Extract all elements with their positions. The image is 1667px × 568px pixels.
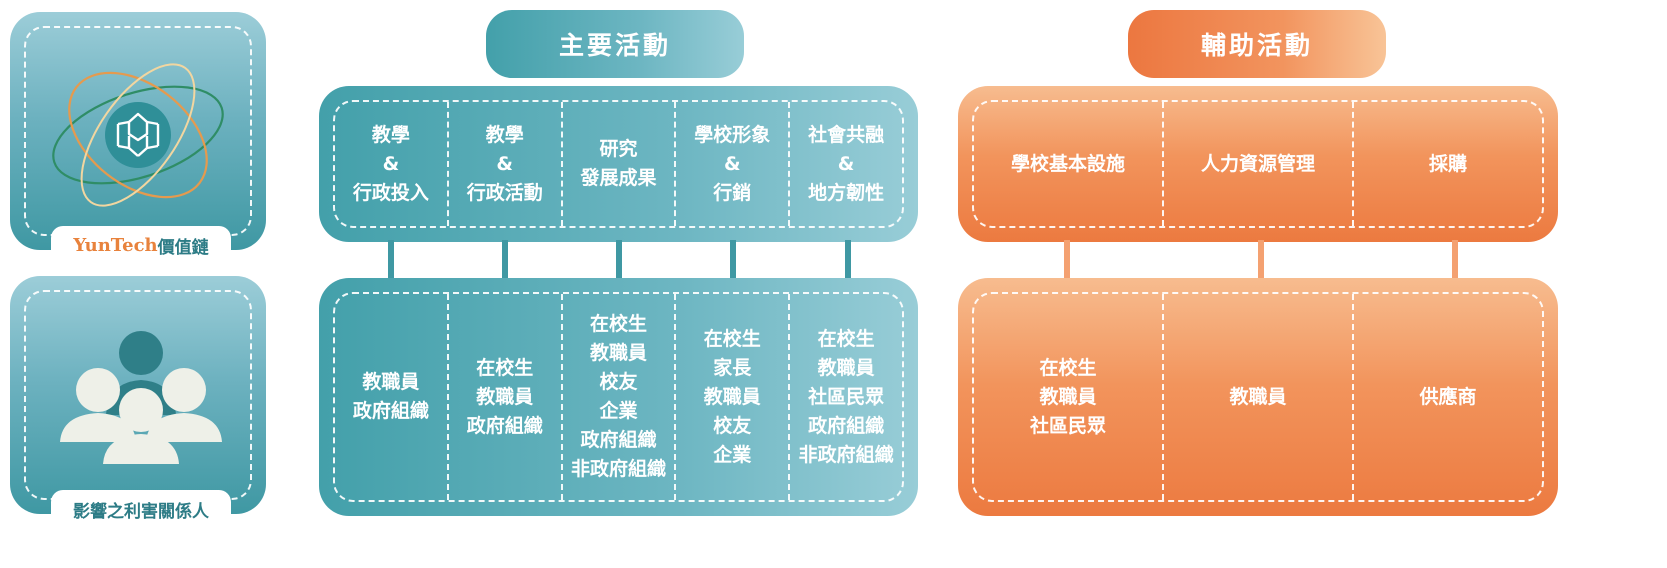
primary-stakeholder-cell: 教職員 政府組織 [335,294,447,500]
primary-activity-cell: 研究 發展成果 [560,102,675,226]
primary-stakeholder-text: 教職員 政府組織 [352,371,429,422]
primary-stakeholder-text: 在校生 教職員 社區民眾 政府組織 非政府組織 [798,327,894,466]
support-stakeholder-cell: 在校生 教職員 社區民眾 [974,294,1162,500]
support-stakeholders-frame: 在校生 教職員 社區民眾 教職員 供應商 [972,292,1544,502]
primary-stakeholder-cell: 在校生 教職員 社區民眾 政府組織 非政府組織 [788,294,902,500]
primary-stakeholder-cell: 在校生 教職員 政府組織 [446,294,561,500]
primary-activity-text: 學校形象 & 行銷 [694,123,771,204]
stakeholder-label: 影響之利害關係人 [51,490,231,528]
support-activity-cell: 採購 [1352,102,1542,226]
primary-activities-panel: 教學 & 行政投入 教學 & 行政活動 研究 發展成果 學校形象 & 行銷 社會… [319,86,918,242]
primary-activity-cell: 學校形象 & 行銷 [674,102,788,226]
primary-activities-frame: 教學 & 行政投入 教學 & 行政活動 研究 發展成果 學校形象 & 行銷 社會… [333,100,904,228]
support-activity-cell: 人力資源管理 [1162,102,1352,226]
brand-suffix: 價值鏈 [157,237,209,258]
primary-activity-cell: 社會共融 & 地方韌性 [788,102,902,226]
primary-stakeholders-frame: 教職員 政府組織 在校生 教職員 政府組織 在校生 教職員 校友 企業 政府組織… [333,292,904,502]
primary-activity-cell: 教學 & 行政投入 [335,102,447,226]
support-activities-panel: 學校基本設施 人力資源管理 採購 [958,86,1558,242]
support-stakeholder-cell: 供應商 [1352,294,1542,500]
support-connector [1258,240,1264,280]
support-activities-title: 輔助活動 [1128,10,1386,78]
primary-stakeholder-cell: 在校生 家長 教職員 校友 企業 [674,294,788,500]
brand-name: YunTech [73,234,158,256]
support-connector [1064,240,1070,280]
primary-activity-text: 研究 發展成果 [580,138,657,189]
primary-stakeholder-text: 在校生 教職員 政府組織 [466,356,543,437]
primary-stakeholder-cell: 在校生 教職員 校友 企業 政府組織 非政府組織 [560,294,675,500]
primary-activity-text: 教學 & 行政活動 [466,123,543,204]
primary-stakeholder-text: 在校生 教職員 校友 企業 政府組織 非政府組織 [570,313,666,480]
primary-connector [388,240,394,280]
support-activity-cell: 學校基本設施 [974,102,1162,226]
support-connector [1452,240,1458,280]
stakeholder-panel [10,276,266,514]
support-stakeholder-text: 教職員 [1229,385,1287,408]
support-stakeholders-panel: 在校生 教職員 社區民眾 教職員 供應商 [958,278,1558,516]
logo-panel [10,12,266,250]
support-activity-text: 採購 [1428,152,1467,175]
primary-stakeholders-panel: 教職員 政府組織 在校生 教職員 政府組織 在校生 教職員 校友 企業 政府組織… [319,278,918,516]
support-activity-text: 學校基本設施 [1010,152,1125,175]
people-group-icon [60,331,222,464]
support-activities-frame: 學校基本設施 人力資源管理 採購 [972,100,1544,228]
primary-connector [616,240,622,280]
primary-activity-cell: 教學 & 行政活動 [446,102,561,226]
primary-activity-text: 教學 & 行政投入 [352,123,429,204]
primary-stakeholder-text: 在校生 家長 教職員 校友 企業 [703,327,761,466]
support-activity-text: 人力資源管理 [1200,152,1315,175]
support-stakeholder-cell: 教職員 [1162,294,1352,500]
value-chain-label: YunTech 價值鏈 [51,226,231,264]
primary-activity-text: 社會共融 & 地方韌性 [808,123,885,204]
support-stakeholder-text: 供應商 [1419,385,1477,408]
primary-activities-title: 主要活動 [486,10,744,78]
primary-connector [845,240,851,280]
primary-connector [502,240,508,280]
support-stakeholder-text: 在校生 教職員 社區民眾 [1029,356,1106,437]
yuntech-logo-icon [52,63,224,207]
primary-connector [730,240,736,280]
